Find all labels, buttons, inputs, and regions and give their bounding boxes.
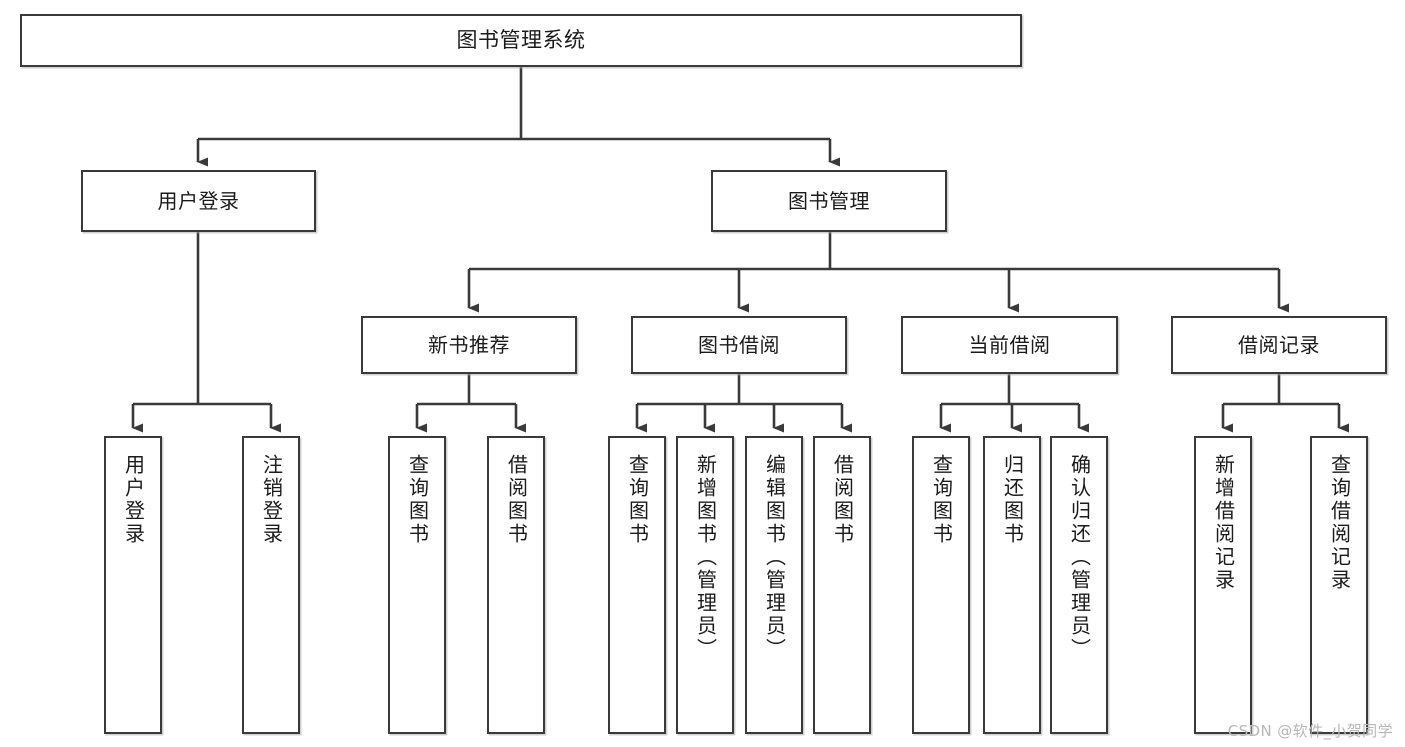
node-label: 注销登录: [259, 454, 284, 546]
node-label: 查询图书: [929, 454, 954, 546]
node-root-system[interactable]: 图书管理系统: [20, 14, 1022, 67]
node-leaf-edit-book[interactable]: 编辑图书（管理员）: [745, 436, 803, 734]
node-label: 图书管理: [788, 188, 870, 213]
node-label: 查询图书: [405, 454, 430, 546]
node-label: 查询借阅记录: [1327, 454, 1352, 592]
node-label: 图书借阅: [698, 332, 780, 357]
node-leaf-query-book-2[interactable]: 查询图书: [608, 436, 666, 734]
node-book-borrow[interactable]: 图书借阅: [631, 316, 847, 374]
node-label: 新书推荐: [428, 332, 510, 357]
node-new-book-recommend[interactable]: 新书推荐: [361, 316, 577, 374]
node-leaf-query-record[interactable]: 查询借阅记录: [1310, 436, 1368, 734]
node-label: 编辑图书（管理员）: [762, 454, 787, 661]
node-leaf-add-record[interactable]: 新增借阅记录: [1194, 436, 1252, 734]
node-leaf-return-book[interactable]: 归还图书: [983, 436, 1041, 734]
node-leaf-borrow-book-2[interactable]: 借阅图书: [813, 436, 871, 734]
node-label: 查询图书: [625, 454, 650, 546]
node-leaf-query-book-1[interactable]: 查询图书: [388, 436, 446, 734]
node-label: 借阅记录: [1238, 332, 1320, 357]
node-label: 归还图书: [1000, 454, 1025, 546]
node-leaf-user-logout[interactable]: 注销登录: [242, 436, 300, 734]
node-borrow-record[interactable]: 借阅记录: [1171, 316, 1387, 374]
node-label: 确认归还（管理员）: [1067, 454, 1092, 661]
watermark: CSDN @软件_小贺同学: [1227, 722, 1393, 740]
node-label: 新增借阅记录: [1211, 454, 1236, 592]
node-user-login[interactable]: 用户登录: [81, 170, 316, 232]
node-label: 新增图书（管理员）: [693, 454, 718, 661]
node-label: 借阅图书: [504, 454, 529, 546]
node-current-borrow[interactable]: 当前借阅: [901, 316, 1118, 374]
node-label: 借阅图书: [830, 454, 855, 546]
node-label: 用户登录: [157, 188, 240, 213]
node-book-management[interactable]: 图书管理: [711, 170, 947, 232]
node-leaf-user-login[interactable]: 用户登录: [104, 436, 162, 734]
node-leaf-add-book[interactable]: 新增图书（管理员）: [676, 436, 734, 734]
node-leaf-query-book-3[interactable]: 查询图书: [912, 436, 970, 734]
node-label: 当前借阅: [968, 332, 1051, 357]
node-leaf-confirm-return[interactable]: 确认归还（管理员）: [1050, 436, 1108, 734]
node-label: 图书管理系统: [456, 28, 586, 53]
node-leaf-borrow-book-1[interactable]: 借阅图书: [487, 436, 545, 734]
node-label: 用户登录: [121, 454, 146, 546]
